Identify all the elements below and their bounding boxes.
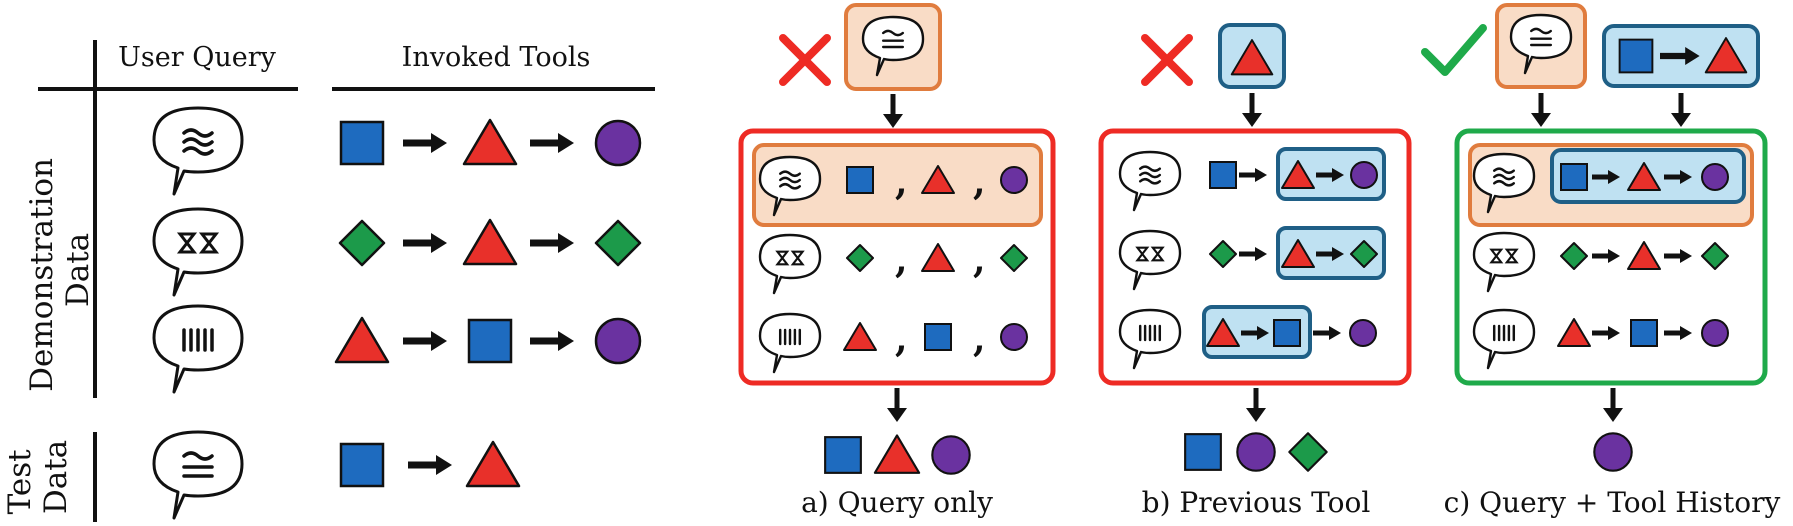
arrow-icon [408, 455, 452, 475]
caption-b: b) Previous Tool [1142, 486, 1371, 519]
demonstration-label-line1: Demonstration [24, 158, 60, 392]
demonstration-label-line2: Data [60, 233, 96, 307]
arrow-icon [1242, 93, 1262, 127]
arrow-icon [883, 94, 903, 128]
arrow-icon [403, 233, 447, 253]
retrieved-row-2 [1118, 226, 1386, 291]
caption-a: a) Query only [801, 486, 993, 519]
caption-c: c) Query + Tool History [1444, 486, 1781, 519]
retrieved-row-3 [1118, 305, 1377, 370]
square-tool-icon [467, 318, 513, 364]
arrow-icon [530, 233, 574, 253]
check-icon [1425, 28, 1483, 72]
arrow-icon [1531, 93, 1551, 127]
svg-text:,: , [973, 239, 986, 281]
retrieved-row-1: , , [758, 155, 1028, 217]
panel-query-tool-history: c) Query + Tool History [1425, 3, 1781, 519]
test-label-line2: Data [38, 440, 74, 514]
svg-text:,: , [895, 239, 908, 281]
retrieval-frame [1454, 128, 1768, 386]
arrow-icon [530, 133, 574, 153]
retrieved-row-2 [1472, 231, 1729, 293]
retrieved-row-1 [1118, 147, 1386, 212]
circle-tool-icon [594, 119, 642, 167]
cross-icon [1145, 38, 1189, 82]
arrow-icon [1246, 388, 1266, 422]
square-tool-icon [1184, 433, 1222, 471]
demo-row-3 [152, 304, 642, 394]
svg-text:,: , [973, 161, 986, 203]
triangle-tool-icon [462, 218, 518, 266]
circle-tool-icon [931, 435, 971, 475]
square-tool-icon [339, 442, 385, 488]
test-row [152, 430, 521, 520]
square-tool-icon [1618, 38, 1654, 74]
triangle-tool-icon [462, 118, 518, 166]
demonstration-table: User Query Invoked Tools Demonstration D… [2, 40, 655, 522]
circle-tool-icon [1236, 432, 1276, 472]
arrow-icon [1603, 388, 1623, 422]
retrieval-frame [738, 128, 1056, 386]
arrow-icon [530, 331, 574, 351]
prediction-set [1593, 432, 1633, 472]
test-label: Test Data [2, 440, 74, 515]
retrieval-frame [1098, 128, 1412, 386]
square-tool-icon [824, 436, 862, 474]
cross-icon [783, 38, 827, 82]
circle-tool-icon [594, 317, 642, 365]
diamond-tool-icon [594, 219, 642, 267]
test-label-line1: Test [2, 449, 38, 515]
prediction-set [824, 434, 971, 475]
retrieved-row-2: , , [758, 233, 1028, 295]
arrow-icon [403, 331, 447, 351]
speech-bubble-icon [152, 106, 244, 196]
retrieved-match-highlight [752, 143, 1043, 227]
triangle-tool-icon [334, 316, 390, 364]
retrieved-row-3: , , [758, 312, 1028, 374]
retrieved-row-1 [1472, 148, 1746, 214]
speech-bubble-icon [152, 430, 244, 520]
speech-bubble-icon [152, 304, 244, 394]
circle-tool-icon [1593, 432, 1633, 472]
triangle-tool-icon [873, 434, 921, 474]
speech-bubble-icon [152, 207, 244, 297]
svg-text:,: , [895, 161, 908, 203]
retrieved-row-3 [1472, 308, 1729, 370]
panel-query-only: , , , , , , a) Query only [738, 3, 1056, 519]
arrow-icon [1671, 93, 1691, 127]
demo-row-1 [152, 106, 642, 196]
header-invoked-tools: Invoked Tools [402, 42, 591, 73]
demonstration-label: Demonstration Data [24, 148, 96, 392]
triangle-tool-icon [465, 440, 521, 488]
arrow-icon [403, 133, 447, 153]
header-user-query: User Query [118, 42, 276, 73]
prediction-set [1184, 432, 1328, 472]
demo-row-2 [152, 207, 642, 297]
square-tool-icon [339, 120, 385, 166]
panel-previous-tool: b) Previous Tool [1098, 23, 1412, 519]
diamond-tool-icon [1288, 432, 1328, 472]
svg-text:,: , [895, 318, 908, 360]
svg-text:,: , [973, 318, 986, 360]
diamond-tool-icon [338, 219, 386, 267]
arrow-icon [887, 388, 907, 422]
